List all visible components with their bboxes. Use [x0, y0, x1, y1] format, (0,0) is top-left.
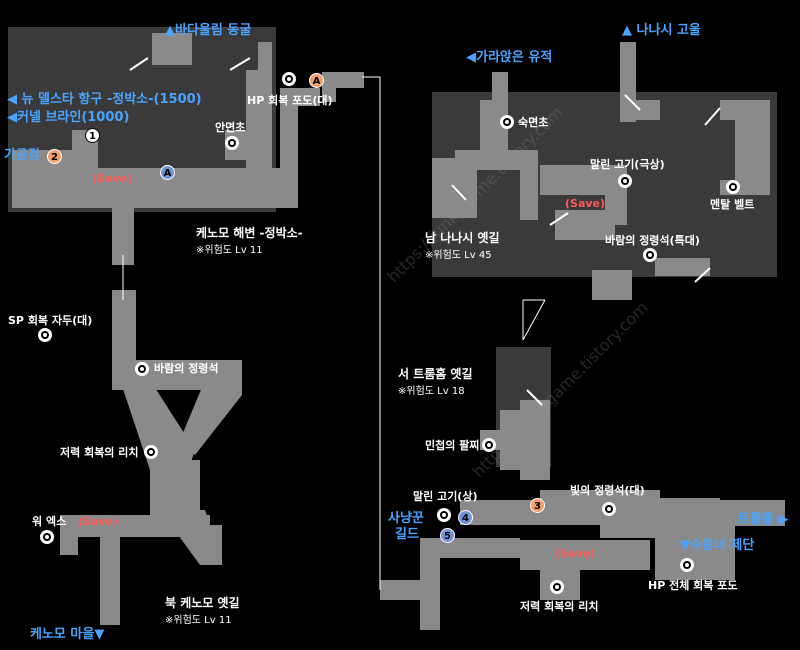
item-label: 안면초 [215, 121, 246, 134]
item-label: 바람의 정령석(특대) [605, 234, 700, 247]
item-label: 숙면초 [518, 116, 549, 129]
item-label: 멘탈 벨트 [710, 198, 755, 211]
area-west-trumhom-danger: ※위험도 Lv 18 [398, 386, 465, 397]
item-icon[interactable] [40, 530, 54, 544]
area-south-nanasi: 남 나나시 옛길 [425, 231, 500, 245]
exit-trumhom[interactable]: 트룸홈 ▶ [738, 512, 789, 527]
save-point: (Save) [92, 172, 133, 185]
exit-new-delsta[interactable]: ◀ 뉴 델스타 항구 -정박소-(1500) [7, 92, 202, 107]
exit-badaullim[interactable]: ▲바다울림 동굴 [165, 23, 252, 38]
exit-sunken-ruins[interactable]: ◀가라앉은 유적 [466, 50, 553, 65]
item-icon[interactable] [135, 362, 149, 376]
area-south-nanasi-danger: ※위험도 Lv 45 [425, 250, 492, 261]
exit-kernel-brain[interactable]: ◀커넬 브라인(1000) [7, 110, 130, 125]
marker-5[interactable]: 5 [440, 528, 455, 543]
item-label: 워 엑스 [32, 515, 67, 528]
item-label: SP 회복 자두(대) [8, 314, 93, 327]
area-kenomo-coast: 케노모 해변 -정박소- [196, 226, 303, 240]
item-icon[interactable] [643, 248, 657, 262]
item-icon[interactable] [225, 136, 239, 150]
marker-3[interactable]: 3 [530, 498, 545, 513]
exit-nanasi-hometown[interactable]: ▲ 나나시 고울 [622, 23, 701, 38]
item-label: HP 전체 회복 포도 [648, 579, 738, 592]
marker-a-top[interactable]: A [309, 73, 324, 88]
area-kenomo-coast-danger: ※위험도 Lv 11 [196, 245, 263, 256]
area-west-trumhom: 서 트룸홈 옛길 [398, 367, 473, 381]
marker-4[interactable]: 4 [458, 510, 473, 525]
save-point: (Save) [555, 547, 596, 560]
item-icon[interactable] [38, 328, 52, 342]
item-icon[interactable] [437, 508, 451, 522]
exit-suwangnyeo[interactable]: ▼수왕녀 제단 [680, 538, 755, 553]
item-icon[interactable] [282, 72, 296, 86]
item-label: 말린 고기(상) [413, 490, 478, 503]
hunters-guild-label: 사냥꾼 [388, 511, 424, 526]
exit-kenomo-village[interactable]: 케노모 마을▼ [30, 627, 105, 642]
item-icon[interactable] [144, 445, 158, 459]
item-label: 저력 회복의 리치 [520, 600, 599, 613]
item-label: 바람의 정령석 [154, 362, 219, 375]
item-icon[interactable] [618, 174, 632, 188]
item-label: 빛의 정령석(대) [570, 484, 645, 497]
save-point: (Save) [565, 197, 606, 210]
item-icon[interactable] [500, 115, 514, 129]
item-icon[interactable] [680, 558, 694, 572]
item-label: 말린 고기(극상) [590, 158, 665, 171]
item-label: 민첩의 팔찌 [425, 439, 480, 452]
area-north-kenomo-danger: ※위험도 Lv 11 [165, 615, 232, 626]
marker-a[interactable]: A [160, 165, 175, 180]
connector-lines [122, 76, 546, 590]
item-icon[interactable] [550, 580, 564, 594]
processing-shop-label: 가공점 [4, 148, 40, 163]
item-icon[interactable] [726, 180, 740, 194]
item-label: 저력 회복의 리치 [60, 446, 139, 459]
direction-arrows [129, 57, 721, 406]
save-point: (Save) [78, 515, 119, 528]
marker-1[interactable]: 1 [85, 128, 100, 143]
item-icon[interactable] [602, 502, 616, 516]
item-icon[interactable] [482, 438, 496, 452]
hunters-guild-label-2: 길드 [395, 527, 419, 542]
marker-2[interactable]: 2 [47, 149, 62, 164]
area-north-kenomo: 북 케노모 옛길 [165, 596, 240, 610]
floor-paths [12, 33, 785, 630]
item-label: HP 회복 포도(대) [247, 94, 333, 107]
